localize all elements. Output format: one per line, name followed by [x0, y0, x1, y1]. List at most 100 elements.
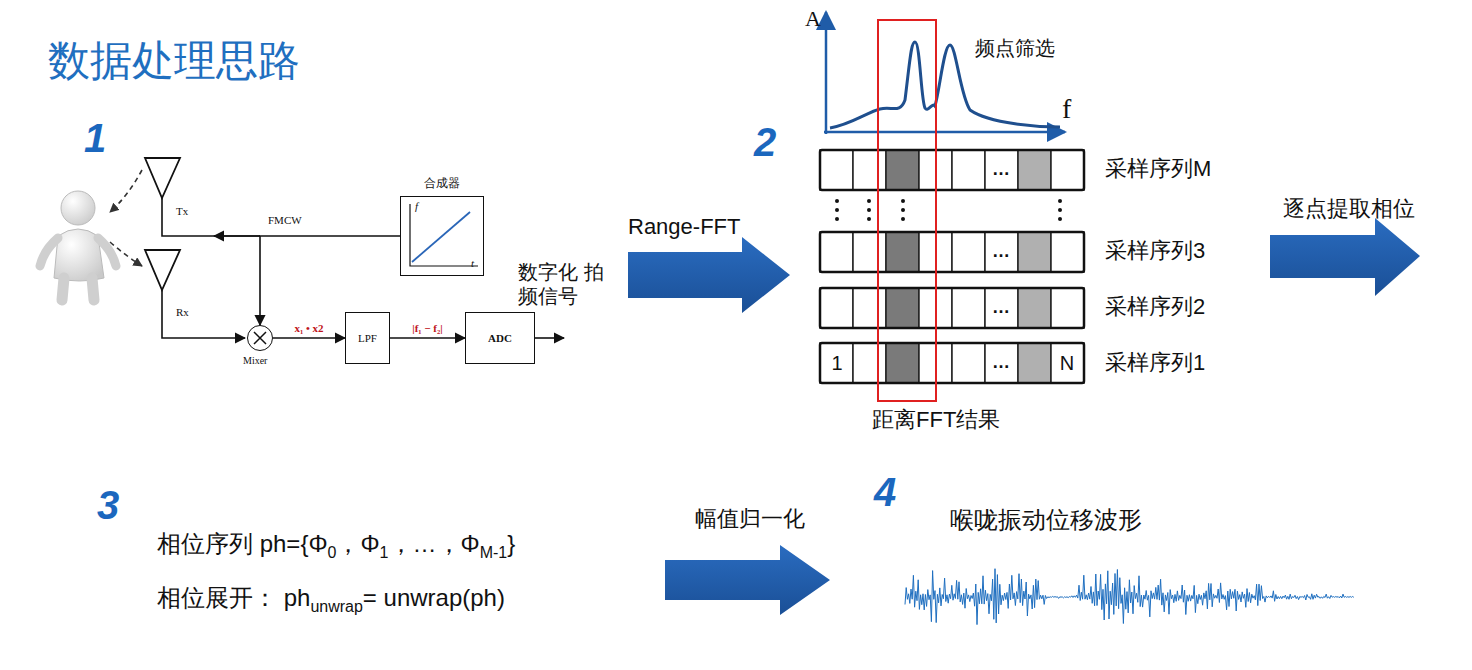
axis-label: A [805, 6, 821, 32]
fft-row [820, 343, 1084, 383]
row-label: 采样序列M [1105, 156, 1211, 182]
formula-line: 相位展开： phunwrap= unwrap(ph) [157, 582, 505, 614]
node-text: LPF [358, 332, 377, 344]
vibration-waveform [905, 569, 1354, 625]
cell-index: N [1060, 351, 1074, 375]
fft-cell [820, 288, 853, 328]
fft-cell [1018, 343, 1051, 383]
row-label: 采样序列2 [1105, 294, 1205, 320]
step-number: 1 [84, 114, 106, 162]
cell-ellipsis: … [992, 352, 1010, 374]
fft-cell [952, 232, 985, 272]
step-number: 2 [754, 118, 776, 166]
ellipsis-dots [835, 199, 1062, 221]
adc-output [535, 337, 564, 339]
mixer-cross [247, 325, 273, 351]
fft-row [820, 232, 1084, 272]
output-label: 数字化 拍频信号 [518, 260, 610, 308]
cell-ellipsis: … [992, 159, 1010, 181]
synthesizer-box: 合成器ft [400, 196, 484, 276]
formula-text: ，Φ [336, 528, 379, 560]
signal-label: FMCW [268, 214, 302, 227]
process-arrow [628, 237, 790, 313]
formula-subscript: unwrap [310, 598, 362, 616]
row-label: 采样序列1 [1105, 350, 1205, 376]
fft-row [820, 150, 1084, 190]
edge-label: |f₁ − f₂| [410, 322, 445, 334]
axis-label: f [415, 200, 418, 212]
fft-cell [886, 232, 919, 272]
formula-text: } [507, 530, 515, 558]
fft-cell [985, 343, 1018, 383]
fft-row [820, 288, 1084, 328]
formula-text: = unwrap(ph) [363, 584, 505, 612]
step-number: 4 [874, 468, 896, 516]
process-arrow [665, 545, 830, 615]
fft-cell [853, 150, 886, 190]
formula-text: 相位展开： ph [157, 582, 310, 614]
step-number: 3 [97, 481, 119, 529]
connector [273, 337, 345, 339]
rx-antenna [145, 250, 180, 290]
cell-ellipsis: … [992, 297, 1010, 319]
fft-cell [1018, 150, 1051, 190]
formula-subscript: M-1 [480, 544, 508, 562]
antenna-label: Tx [176, 205, 188, 218]
connector [390, 337, 465, 339]
step-label: 幅值归一化 [695, 506, 805, 532]
mixer-symbol: Mixer [247, 325, 273, 351]
fft-rows [820, 150, 1084, 383]
fft-cell [985, 288, 1018, 328]
lpf-box: LPF [345, 312, 390, 364]
formula-subscript: 0 [328, 544, 337, 562]
fft-cell [1051, 343, 1084, 383]
caption-label: 距离FFT结果 [872, 407, 1000, 433]
fft-cell [1018, 288, 1051, 328]
fft-cell [952, 288, 985, 328]
fft-cell [952, 343, 985, 383]
fft-cell [853, 232, 886, 272]
tx-antenna [145, 158, 180, 198]
fft-cell [1051, 232, 1084, 272]
amplitude-axis [825, 12, 828, 134]
axis-label: f [1062, 92, 1071, 126]
bin-selection [878, 20, 936, 401]
antenna-label: Rx [176, 306, 189, 319]
result-label: 喉咙振动位移波形 [950, 506, 1142, 535]
graph-axes [410, 204, 478, 266]
fft-cell [886, 150, 919, 190]
cell-index: 1 [831, 351, 842, 375]
fft-cell [820, 232, 853, 272]
process-arrow [1270, 218, 1420, 296]
axis-label: t [471, 257, 474, 269]
person-figure [40, 191, 116, 300]
fft-cell [820, 343, 853, 383]
chirp-line [412, 212, 470, 262]
fmcw-arrow [214, 235, 260, 237]
tx-beam [110, 170, 142, 212]
fft-cell [985, 150, 1018, 190]
rx-beam [110, 242, 142, 266]
rx-wire [162, 290, 245, 338]
annotation: 频点筛选 [975, 36, 1055, 60]
fft-cell [1051, 150, 1084, 190]
fft-cell [1018, 232, 1051, 272]
synthesizer-heading: 合成器 [401, 175, 483, 192]
formula-line: 相位序列 ph={Φ0，Φ1，…，ΦM-1} [157, 528, 515, 560]
fft-cell [853, 343, 886, 383]
step-label: 逐点提取相位 [1283, 196, 1415, 222]
step-label: Range-FFT [628, 214, 740, 240]
fft-cell [853, 288, 886, 328]
page-title: 数据处理思路 [48, 36, 300, 86]
row-label: 采样序列3 [1105, 238, 1205, 264]
fmcw-wire [162, 198, 260, 236]
formula-text: 相位序列 ph={Φ [157, 528, 328, 560]
adc-box: ADC [465, 312, 535, 364]
edge-label: x₁ • x2 [292, 322, 325, 334]
fft-cell [820, 150, 853, 190]
cell-ellipsis: … [992, 241, 1010, 263]
fft-cell [952, 150, 985, 190]
formula-subscript: 1 [380, 544, 389, 562]
